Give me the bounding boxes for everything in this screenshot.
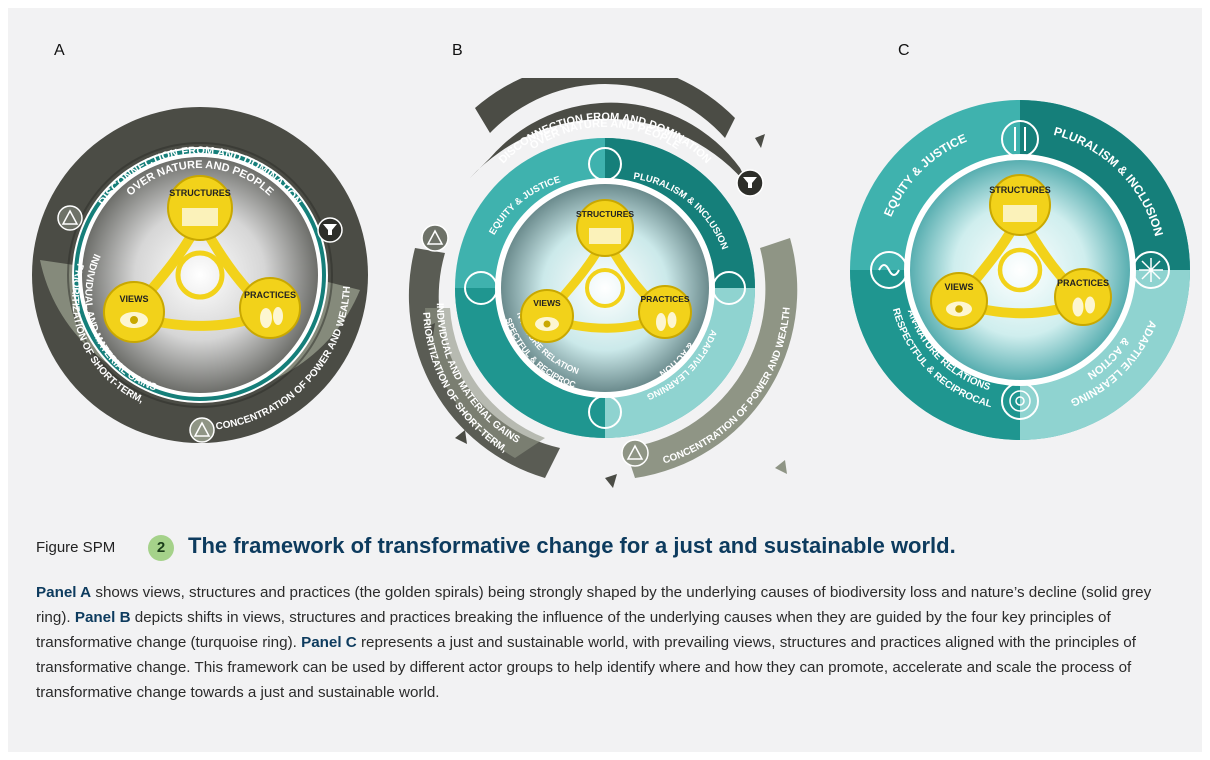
spiral-icon bbox=[588, 395, 622, 429]
panel-c-label: Panel C bbox=[301, 634, 357, 651]
structures-label: STRUCTURES bbox=[989, 185, 1051, 195]
practices-label: PRACTICES bbox=[1057, 278, 1109, 288]
panel-c-text: represents a just and sustainable world,… bbox=[36, 634, 1136, 701]
structures-label: STRUCTURES bbox=[169, 188, 231, 198]
views-label: VIEWS bbox=[533, 298, 561, 308]
causes-ring-top-fragment bbox=[470, 102, 750, 188]
figure-caption-title: Figure SPM 2 The framework of transforma… bbox=[36, 533, 1186, 563]
panel-a-letter: A bbox=[54, 42, 65, 59]
figure-caption-body: Panel A shows views, structures and prac… bbox=[36, 580, 1186, 705]
scales-icon bbox=[588, 147, 622, 181]
panel-a-diagram: DISCONNECTION FROM AND DOMINATION OVER N… bbox=[32, 107, 368, 443]
structures-label: STRUCTURES bbox=[576, 209, 634, 219]
practices-label: PRACTICES bbox=[244, 290, 296, 300]
spiral-icon bbox=[1001, 382, 1039, 420]
pyramid-icon bbox=[621, 439, 649, 467]
views-circle bbox=[930, 272, 988, 330]
panel-b-diagram: EQUITY & JUSTICE PLURALISM & INCLUSION A… bbox=[395, 78, 798, 488]
practices-circle bbox=[1054, 268, 1112, 326]
panel-c-letter: C bbox=[898, 42, 910, 59]
compass-icon bbox=[1132, 251, 1170, 289]
panel-b-letter: B bbox=[452, 42, 463, 59]
golden-spirals: STRUCTURES VIEWS PRACTICES bbox=[930, 174, 1112, 330]
panel-a-text: shows views, structures and practices (t… bbox=[36, 584, 1152, 626]
wave-icon bbox=[464, 271, 498, 305]
practices-circle bbox=[638, 285, 692, 339]
panel-a-label: Panel A bbox=[36, 584, 92, 601]
golden-spirals: STRUCTURES VIEWS PRACTICES bbox=[520, 199, 692, 343]
figure-title: The framework of transformative change f… bbox=[188, 533, 956, 558]
views-label: VIEWS bbox=[944, 282, 973, 292]
practices-label: PRACTICES bbox=[640, 294, 689, 304]
views-label: VIEWS bbox=[119, 294, 148, 304]
compass-icon bbox=[712, 271, 746, 305]
scales-icon bbox=[1001, 120, 1039, 158]
figure-number-badge: 2 bbox=[148, 535, 174, 561]
figure-label: Figure SPM bbox=[36, 539, 116, 556]
views-circle bbox=[520, 289, 574, 343]
panel-b-label: Panel B bbox=[74, 609, 131, 626]
panel-c-diagram: EQUITY & JUSTICE PLURALISM & INCLUSION A… bbox=[845, 95, 1190, 440]
golden-spirals: STRUCTURES VIEWS PRACTICES bbox=[103, 175, 301, 343]
panel-b-text: depicts shifts in views, structures and … bbox=[36, 609, 1111, 651]
wave-icon bbox=[870, 251, 908, 289]
practices-circle bbox=[239, 277, 301, 339]
tent-icon bbox=[421, 224, 449, 252]
